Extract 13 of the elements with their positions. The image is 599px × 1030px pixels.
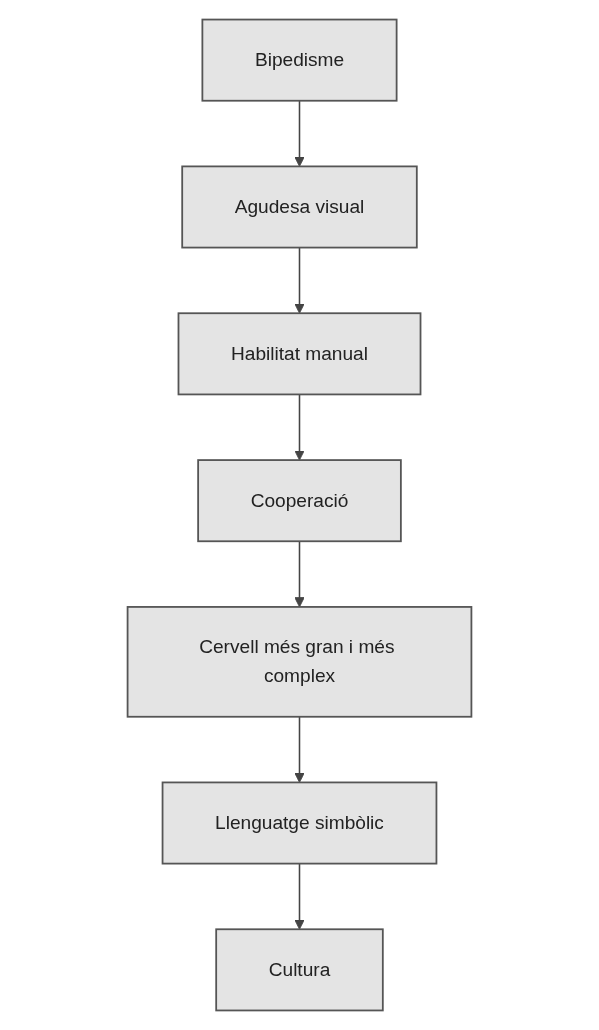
node-box: Cultura <box>215 928 384 1012</box>
node-box: Llenguatge simbòlic <box>161 781 438 865</box>
node-box: Habilitat manual <box>177 312 422 396</box>
arrow <box>294 246 305 314</box>
arrow <box>294 862 305 930</box>
arrow <box>294 393 305 461</box>
arrow <box>294 716 305 783</box>
node-box: Agudesa visual <box>181 165 418 249</box>
node-box: Cooperació <box>197 459 402 543</box>
arrow <box>294 540 305 608</box>
arrow <box>294 99 305 167</box>
node-box: Cervell més gran i més complex <box>126 606 473 718</box>
node-box: Bipedisme <box>201 18 398 102</box>
